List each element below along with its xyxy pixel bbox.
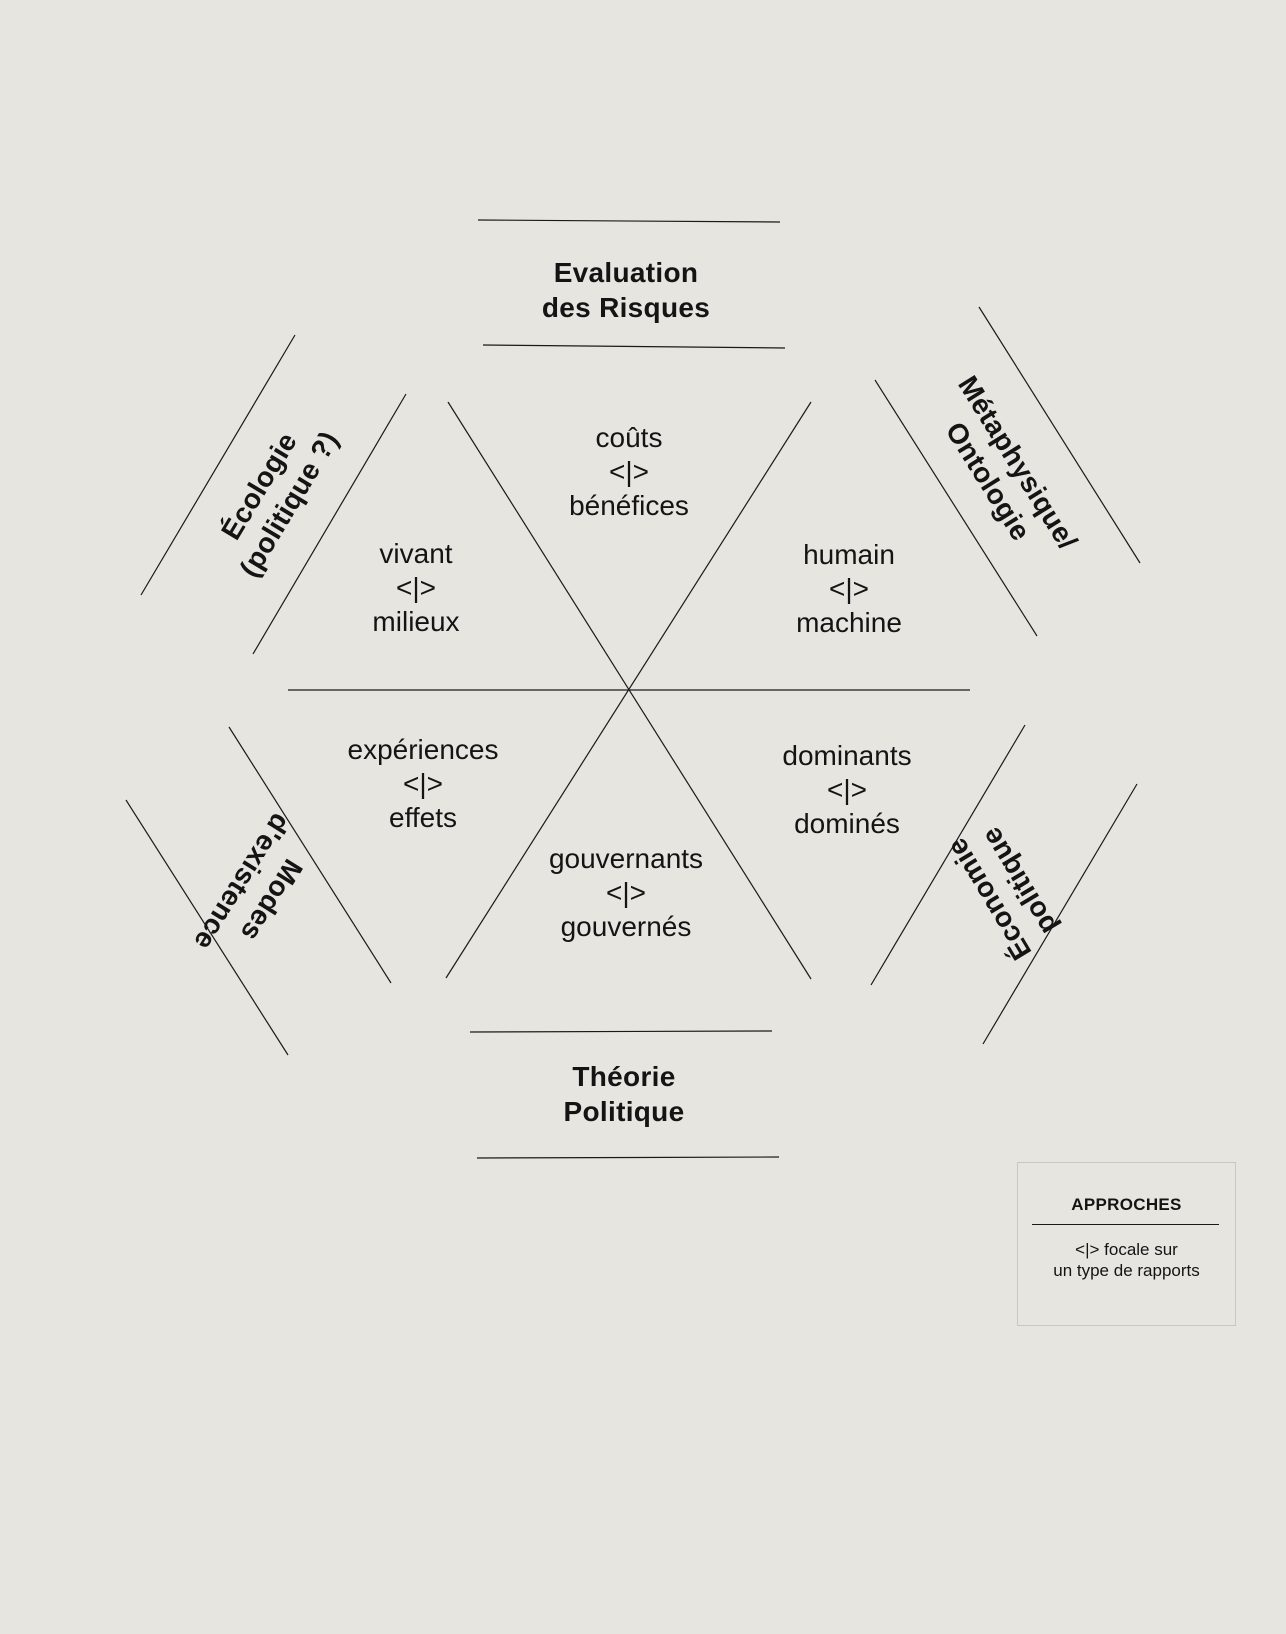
- relation-line: humain: [803, 539, 895, 570]
- approach-line: Politique: [563, 1096, 685, 1127]
- relation-line: expériences: [347, 734, 499, 765]
- legend-divider: [1032, 1224, 1219, 1225]
- relation-line: coûts: [595, 422, 663, 453]
- band-upper-right-inner-line: [874, 379, 1038, 637]
- approach-evaluation-des-risques: Evaluation des Risques: [446, 255, 806, 325]
- band-lower-right-outer-line: [982, 783, 1138, 1045]
- band-upper-right-outer-line: [978, 306, 1141, 564]
- relation-couts-benefices: coûts <|> bénéfices: [509, 421, 749, 523]
- band-lower-left-inner-line: [228, 726, 392, 984]
- relation-symbol: <|>: [609, 456, 649, 487]
- legend-box: APPROCHES <|> focale sur un type de rapp…: [1017, 1162, 1236, 1326]
- approach-line: Théorie: [572, 1061, 676, 1092]
- legend-line: <|> focale sur: [1075, 1240, 1178, 1259]
- legend-title: APPROCHES: [1071, 1195, 1182, 1214]
- approach-line: Evaluation: [553, 257, 699, 288]
- relation-line: gouvernés: [560, 911, 692, 942]
- relation-symbol: <|>: [606, 877, 646, 908]
- band-lower-left-outer-line: [125, 799, 289, 1056]
- relation-line: milieux: [372, 606, 460, 637]
- center-axis-diagonal-descending: [447, 401, 812, 980]
- relation-symbol: <|>: [829, 573, 869, 604]
- relation-experiences-effets: expériences <|> effets: [303, 733, 543, 835]
- band-lower-right-inner-line: [870, 724, 1026, 986]
- relation-line: bénéfices: [569, 490, 689, 521]
- approach-theorie-politique: Théorie Politique: [444, 1059, 804, 1129]
- relation-humain-machine: humain <|> machine: [729, 538, 969, 640]
- relation-line: effets: [389, 802, 457, 833]
- approach-line: des Risques: [541, 292, 711, 323]
- band-top-inner-line: [482, 344, 786, 349]
- center-axis-diagonal-ascending: [445, 401, 812, 979]
- relation-symbol: <|>: [827, 774, 867, 805]
- legend-description: <|> focale sur un type de rapports: [1018, 1239, 1235, 1281]
- legend-line: un type de rapports: [1053, 1261, 1200, 1280]
- band-top-outer-line: [477, 219, 781, 223]
- relation-line: gouvernants: [548, 843, 704, 874]
- relation-line: dominés: [794, 808, 900, 839]
- relation-dominants-domines: dominants <|> dominés: [727, 739, 967, 841]
- band-upper-left-inner-line: [252, 393, 407, 655]
- band-upper-left-outer-line: [140, 334, 296, 596]
- relation-line: vivant: [379, 538, 453, 569]
- relation-line: machine: [796, 607, 902, 638]
- relation-line: dominants: [782, 740, 912, 771]
- relation-symbol: <|>: [396, 572, 436, 603]
- relation-symbol: <|>: [403, 768, 443, 799]
- band-bottom-outer-line: [476, 1156, 780, 1159]
- relation-gouvernants-gouvernes: gouvernants <|> gouvernés: [506, 842, 746, 944]
- relation-vivant-milieux: vivant <|> milieux: [296, 537, 536, 639]
- band-bottom-inner-line: [469, 1030, 773, 1033]
